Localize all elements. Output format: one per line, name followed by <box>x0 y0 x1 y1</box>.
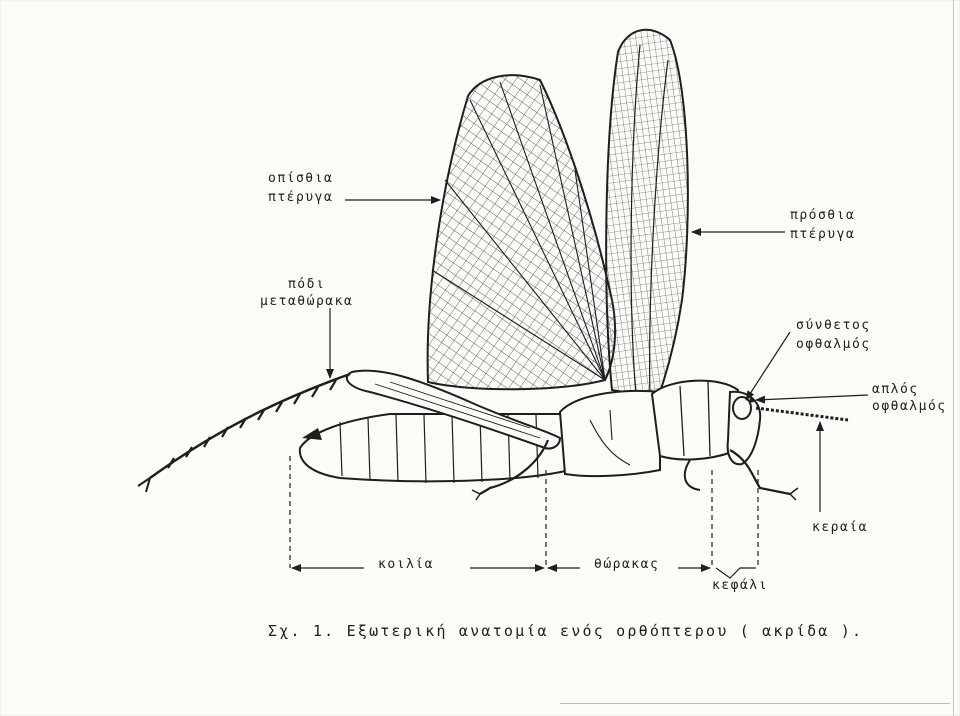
abdomen-body <box>298 413 572 484</box>
compound-eye-shape <box>732 396 752 420</box>
label-thorax: θώρακας <box>594 557 660 572</box>
hind-leg <box>137 369 562 493</box>
antenna-shape <box>755 406 849 422</box>
scan-bottom-rule <box>560 703 950 704</box>
label-simple-eye: απλός οφθαλμός <box>872 382 947 414</box>
dimension-lines <box>289 456 759 579</box>
thorax-body <box>558 379 740 478</box>
label-fore-wing: πρόσθια πτέρυγα <box>790 208 856 242</box>
fore-wing <box>605 28 689 400</box>
front-leg <box>683 449 799 501</box>
label-hind-wing: οπίσθια πτέρυγα <box>268 171 334 205</box>
leader-compound-eye <box>745 331 791 401</box>
leader-lines <box>326 196 869 512</box>
head-body <box>726 390 762 466</box>
scan-edge <box>953 0 954 716</box>
label-head: κεφάλι <box>712 578 768 593</box>
simple-eye-shape <box>749 397 755 403</box>
leader-simple-eye <box>755 394 869 404</box>
figure-caption: Σχ. 1. Εξωτερική ανατομία ενός ορθόπτερο… <box>268 622 864 640</box>
label-antenna: κεραία <box>812 520 868 535</box>
middle-leg <box>471 439 550 501</box>
label-abdomen: κοιλία <box>378 557 434 572</box>
label-compound-eye: σύνθετος οφθαλμός <box>796 318 871 352</box>
hind-wing <box>426 74 617 391</box>
dim-head <box>715 567 756 579</box>
label-metathoracic-leg: πόδι μεταθώρακα <box>260 277 354 309</box>
